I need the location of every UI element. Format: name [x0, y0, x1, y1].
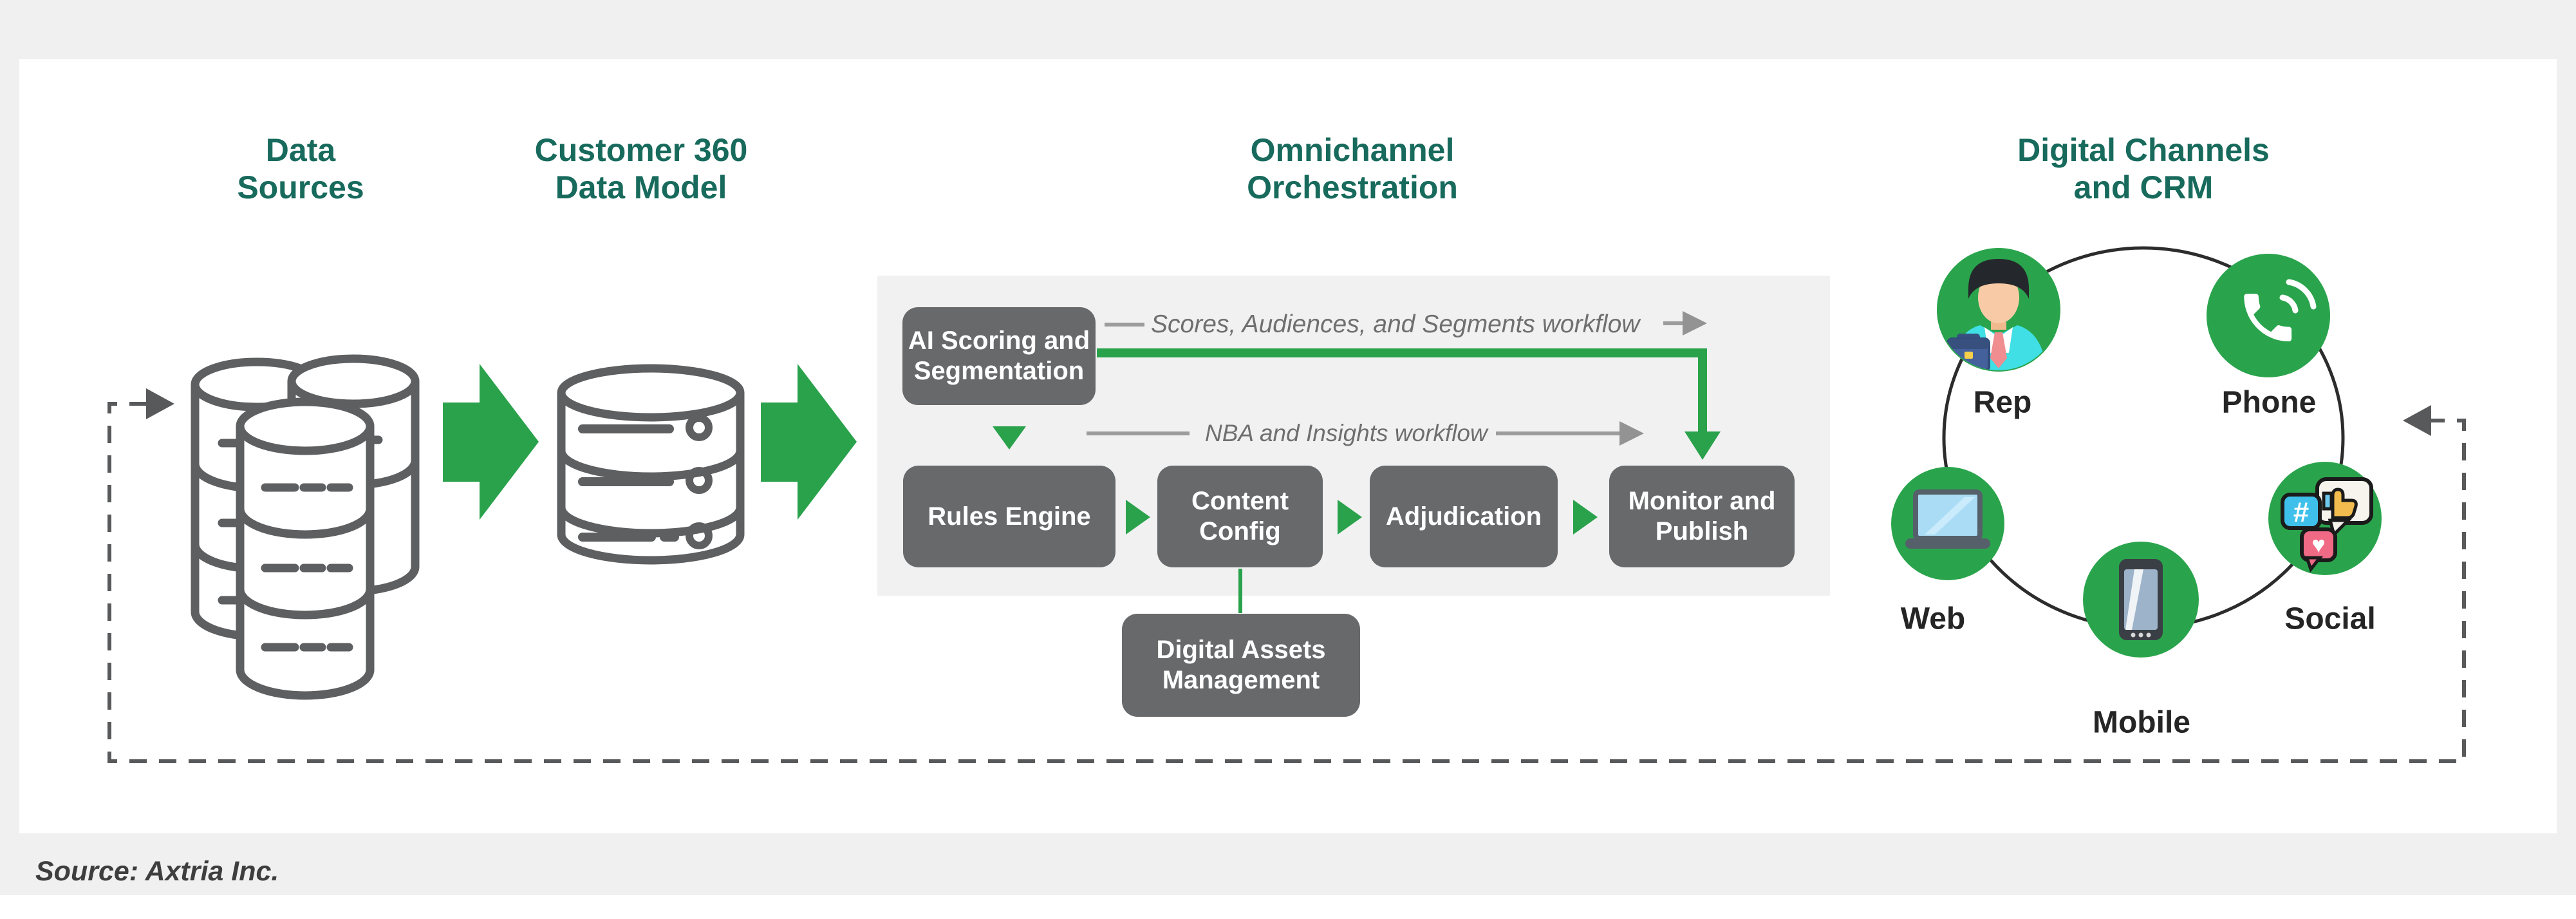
node-ai-scoring: AI Scoring and Segmentation: [902, 307, 1096, 405]
node-rules-engine: Rules Engine: [903, 466, 1115, 567]
label-rep: Rep: [1973, 385, 2032, 420]
heading-data-sources: Data Sources: [237, 132, 364, 205]
scores-workflow-arrow: [1105, 311, 1707, 336]
phone-icon: [2207, 254, 2330, 377]
heading-customer-360: Customer 360 Data Model: [534, 132, 748, 205]
source-attribution: Source: Axtria Inc.: [35, 856, 279, 887]
node-adjudication: Adjudication: [1370, 466, 1558, 567]
green-elbow-arrow: [1097, 348, 1721, 460]
right-triangle-1-icon: [1126, 500, 1150, 535]
right-triangle-2-icon: [1338, 500, 1362, 535]
social-icon: # ♥: [2268, 462, 2382, 575]
nba-workflow-arrow: [1087, 421, 1644, 446]
label-web: Web: [1900, 602, 1966, 636]
flow-arrow-2-icon: [761, 364, 857, 520]
data-sources-icon: [191, 354, 420, 700]
down-triangle-icon: [993, 426, 1026, 450]
label-social: Social: [2284, 602, 2376, 636]
flow-arrow-1-icon: [443, 364, 539, 520]
mobile-icon: [2083, 542, 2199, 658]
right-triangle-3-icon: [1573, 500, 1598, 535]
label-nba-workflow: NBA and Insights workflow: [1205, 420, 1488, 446]
label-scores-workflow: Scores, Audiences, and Segments workflow: [1151, 310, 1640, 338]
feedback-loop-dashed-line: [107, 388, 2466, 763]
heading-digital-channels: Digital Channels and CRM: [2017, 132, 2270, 205]
feedback-arrowhead-left-icon: [146, 388, 174, 419]
web-icon: [1891, 467, 2004, 580]
node-content-config: Content Config: [1157, 466, 1323, 567]
customer-360-icon: [557, 364, 745, 565]
label-phone: Phone: [2221, 385, 2317, 420]
social-heart-glyph: ♥: [2311, 531, 2325, 558]
heading-omnichannel: Omnichannel Orchestration: [1247, 132, 1458, 205]
label-mobile: Mobile: [2093, 705, 2190, 740]
social-hash-glyph: #: [2293, 497, 2309, 528]
node-monitor-publish: Monitor and Publish: [1609, 466, 1795, 567]
feedback-arrowhead-right-icon: [2403, 405, 2431, 436]
node-digital-assets: Digital Assets Management: [1122, 614, 1360, 717]
rep-icon: [1937, 248, 2060, 372]
